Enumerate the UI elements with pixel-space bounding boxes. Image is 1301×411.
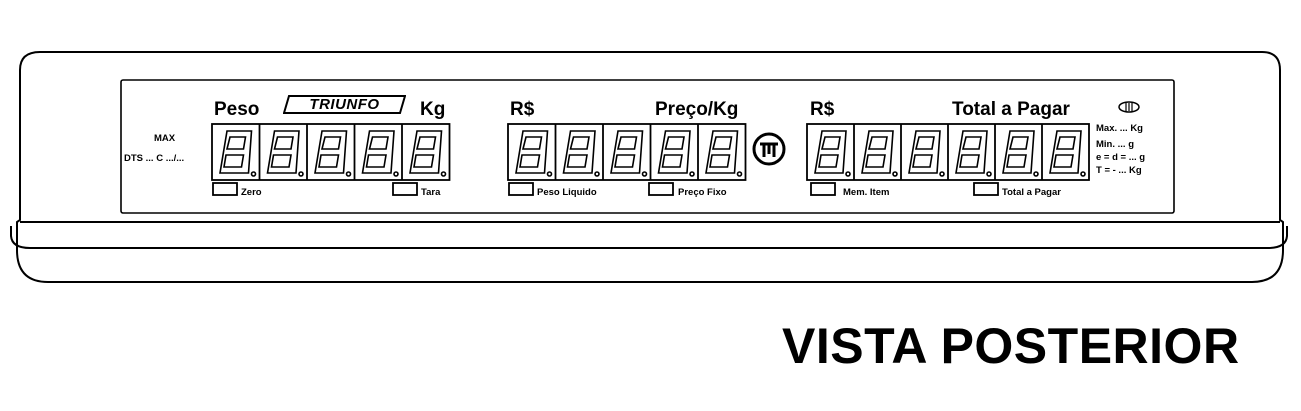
panel1-decimal-point bbox=[298, 171, 304, 177]
side-label-max: MAX bbox=[154, 133, 176, 144]
panel1-digit-3 bbox=[314, 130, 352, 177]
panel1-digit-5 bbox=[409, 130, 447, 177]
inmetro-logo-icon bbox=[752, 132, 786, 166]
panel2-digit-frame bbox=[507, 123, 747, 181]
indicator-label-tare: Tara bbox=[421, 187, 441, 198]
panel1-digit-1 bbox=[219, 130, 257, 177]
panel3-decimal-point bbox=[1033, 171, 1039, 177]
lamp-tare bbox=[392, 182, 418, 196]
spec-max: Max. ... Kg bbox=[1096, 123, 1143, 134]
lamp-net-weight bbox=[508, 182, 534, 196]
panel3-digit-6 bbox=[1049, 130, 1086, 177]
panel3-decimal-point bbox=[939, 171, 945, 177]
panel1-digit-2 bbox=[266, 130, 304, 177]
indicator-label-net-weight: Peso Liquido bbox=[537, 187, 597, 198]
panel3-digit-3 bbox=[908, 130, 945, 177]
lamp-zero bbox=[212, 182, 238, 196]
panel2-header-price-per-kg: Preço/Kg bbox=[655, 99, 739, 120]
panel2-digit-5 bbox=[705, 130, 743, 177]
panel3-digit-2 bbox=[861, 130, 898, 177]
panel3-digit-4 bbox=[955, 130, 992, 177]
panel2-decimal-point bbox=[641, 171, 648, 177]
panel1-decimal-point bbox=[345, 171, 352, 177]
panel3-header-total: Total a Pagar bbox=[952, 99, 1070, 120]
panel2-digit-2 bbox=[562, 130, 600, 177]
brand-logo-text: TRIUNFO bbox=[309, 96, 380, 113]
panel2-digit-4 bbox=[657, 130, 695, 177]
lamp-mem-item bbox=[810, 182, 836, 196]
panel1-header-unit: Kg bbox=[420, 99, 446, 120]
spec-min: Min. ... g bbox=[1096, 139, 1134, 150]
panel3-digit-5 bbox=[1002, 130, 1039, 177]
indicator-label-zero: Zero bbox=[241, 187, 262, 198]
panel2-digit-1 bbox=[515, 130, 553, 177]
caption-rear-view: VISTA POSTERIOR bbox=[782, 318, 1240, 374]
panel3-decimal-point bbox=[892, 171, 898, 177]
panel1-header-weight: Peso bbox=[214, 99, 260, 120]
panel2-decimal-point bbox=[594, 171, 600, 177]
panel3-decimal-point bbox=[845, 171, 851, 177]
indicator-label-mem-item: Mem. Item bbox=[843, 187, 890, 198]
panel1-decimal-point bbox=[440, 171, 447, 177]
brand-logo: TRIUNFO bbox=[283, 95, 406, 114]
indicator-label-fixed-price: Preço Fixo bbox=[678, 187, 727, 198]
side-label-dts: DTS ... C .../... bbox=[124, 153, 185, 164]
lamp-total bbox=[973, 182, 999, 196]
housing-outline bbox=[16, 51, 1284, 283]
lamp-fixed-price bbox=[648, 182, 674, 196]
panel1-digit-4 bbox=[361, 130, 399, 177]
specs-plate-icon bbox=[1118, 101, 1140, 113]
panel2-header-currency: R$ bbox=[510, 99, 535, 120]
panel2-decimal-point bbox=[736, 171, 743, 177]
panel1-decimal-point bbox=[393, 171, 399, 177]
indicator-label-total: Total a Pagar bbox=[1002, 187, 1061, 198]
panel1-digit-frame bbox=[211, 123, 451, 181]
panel2-digit-3 bbox=[610, 130, 648, 177]
panel3-digit-1 bbox=[814, 130, 851, 177]
panel3-decimal-point bbox=[1080, 171, 1086, 177]
spec-e-d: e = d = ... g bbox=[1096, 152, 1146, 163]
display-window bbox=[120, 79, 1175, 214]
panel3-decimal-point bbox=[986, 171, 992, 177]
panel3-header-currency: R$ bbox=[810, 99, 835, 120]
spec-tare: T = - ... Kg bbox=[1096, 165, 1142, 176]
housing-inner-edge bbox=[10, 226, 1288, 249]
panel2-decimal-point bbox=[689, 171, 695, 177]
panel2-decimal-point bbox=[546, 171, 553, 177]
panel1-decimal-point bbox=[250, 171, 257, 177]
